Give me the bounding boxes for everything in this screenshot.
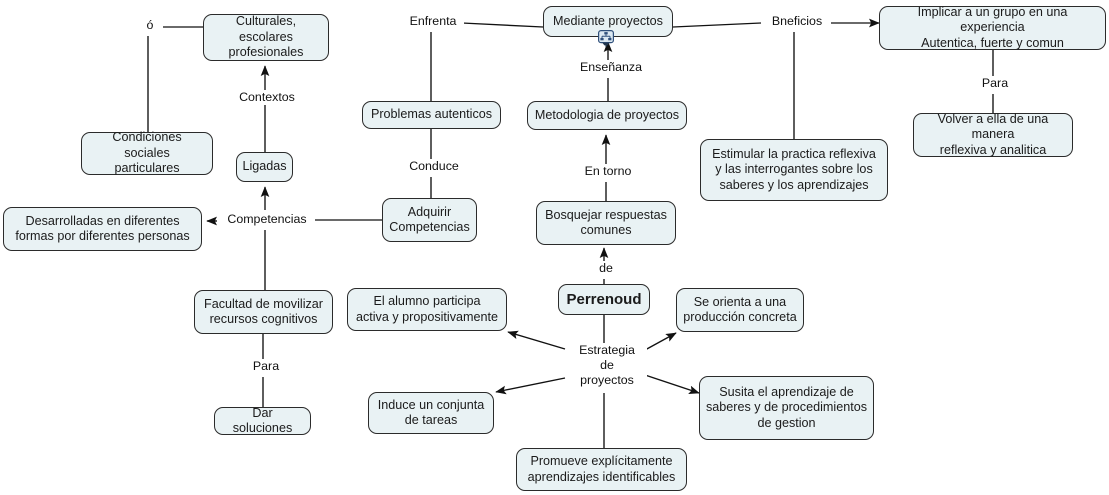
edge-mediante-to-bneficios [672, 22, 762, 28]
concept-node-seorienta[interactable]: Se orienta a una producción concreta [676, 288, 804, 332]
concept-node-ligadas[interactable]: Ligadas [236, 152, 293, 182]
concept-node-promueve[interactable]: Promueve explícitamente aprendizajes ide… [516, 448, 687, 491]
link-label-contextos[interactable]: Contextos [230, 90, 304, 105]
link-label-de[interactable]: de [592, 261, 620, 276]
concept-node-desarrolladas[interactable]: Desarrolladas en diferentes formas por d… [3, 207, 202, 251]
concept-node-perrenoud[interactable]: Perrenoud [558, 284, 650, 315]
concept-node-facultad[interactable]: Facultad de movilizar recursos cognitivo… [194, 290, 333, 334]
concept-node-bosquejar[interactable]: Bosquejar respuestas comunes [536, 201, 676, 245]
concept-node-metodologia[interactable]: Metodologia de proyectos [527, 101, 687, 130]
concept-node-problemas[interactable]: Problemas autenticos [362, 101, 501, 129]
concept-node-culturales[interactable]: Culturales, escolares profesionales [203, 14, 329, 61]
link-label-bneficios[interactable]: Bneficios [763, 14, 831, 29]
link-label-conduce[interactable]: Conduce [403, 159, 465, 174]
link-label-estrategia[interactable]: Estrategia de proyectos [567, 343, 647, 388]
concept-node-condiciones[interactable]: Condiciones sociales particulares [81, 130, 213, 175]
concept-node-volver[interactable]: Volver a ella de una manera reflexiva y … [913, 112, 1073, 157]
edge-estrategia-to-induce [495, 377, 566, 395]
link-label-enfrenta[interactable]: Enfrenta [402, 14, 464, 29]
edge-estrategia-to-seorienta [644, 332, 677, 351]
link-label-ensenanza[interactable]: Enseñanza [572, 60, 650, 75]
concept-node-susita[interactable]: Susita el aprendizaje de saberes y de pr… [699, 376, 874, 440]
link-label-para-left[interactable]: Para [246, 359, 286, 374]
link-label-o[interactable]: ó [137, 18, 163, 33]
concept-node-estimular[interactable]: Estimular la practica reflexiva y las in… [700, 139, 888, 201]
edge-estrategia-to-susita [644, 374, 700, 394]
concept-node-implicar[interactable]: Implicar a un grupo en una experiencia A… [879, 5, 1106, 50]
link-label-competencias[interactable]: Competencias [219, 212, 315, 227]
link-label-para-right[interactable]: Para [975, 76, 1015, 91]
concept-node-induce[interactable]: Induce un conjunta de tareas [368, 392, 494, 434]
edge-estrategia-to-alumno [507, 330, 566, 350]
link-label-entorno[interactable]: En torno [577, 164, 639, 179]
concept-node-alumno[interactable]: El alumno participa activa y propositiva… [347, 288, 507, 331]
concept-map-icon[interactable] [598, 30, 615, 47]
edge-enfrenta-to-mediante [461, 22, 544, 28]
concept-node-darsol[interactable]: Dar soluciones [214, 406, 311, 435]
concept-node-adquirir[interactable]: Adquirir Competencias [382, 198, 477, 242]
